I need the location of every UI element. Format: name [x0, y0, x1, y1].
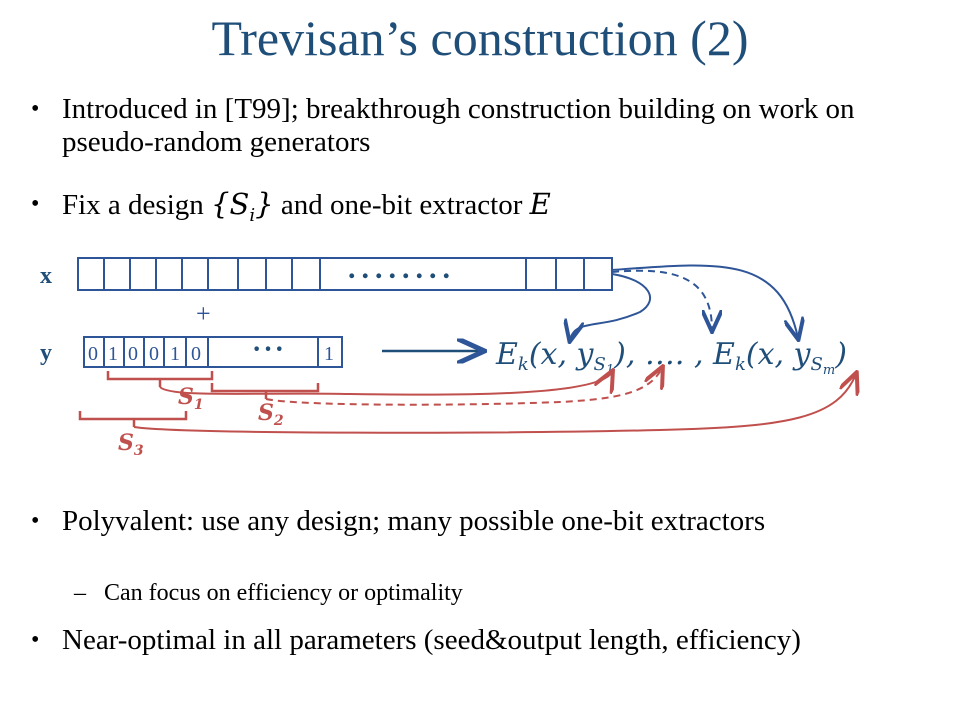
s3-brace: [78, 411, 188, 427]
bullet-near-optimal: • Near-optimal in all parameters (seed&o…: [31, 624, 922, 657]
y-register: 0 1 0 0 1 0 ··· 1: [83, 334, 343, 368]
x-arrow-1: [570, 273, 651, 340]
bullet-polyvalent: • Polyvalent: use any design; many possi…: [31, 505, 922, 538]
y-bit-1: 1: [108, 343, 118, 365]
output-E-1: E: [495, 337, 518, 372]
bullet-dot-icon: •: [31, 627, 40, 653]
s3-label: S3: [118, 430, 144, 459]
bullet-dot-icon: •: [31, 96, 40, 122]
x-arrow-m: [611, 264, 798, 338]
bullet-dot-icon: •: [31, 191, 40, 217]
bullet-dot-icon: •: [31, 508, 40, 534]
bullet-design-prefix: Fix a design: [62, 189, 212, 221]
y-bit-3: 0: [149, 343, 159, 365]
xor-plus: +: [196, 299, 211, 328]
s1-arrow: [159, 372, 612, 396]
s2-label: S2: [258, 400, 284, 429]
output-expression: Ek(x, yS1), …. , Ek(x, ySm): [495, 337, 847, 378]
bullet-intro: • Introduced in [T99]; breakthrough cons…: [31, 93, 922, 159]
bullet-design-mid: and one-bit extractor: [273, 189, 530, 221]
y-bit-5: 0: [191, 343, 201, 365]
extractor-symbol: E: [529, 187, 551, 221]
x-dots: ........: [348, 252, 456, 285]
s2-arrow-dashed: [265, 368, 662, 406]
y-label: y: [40, 340, 52, 366]
s2-brace: [210, 383, 320, 399]
x-register: ........: [77, 252, 613, 291]
sub-bullet-efficiency: – Can focus on efficiency or optimality: [74, 580, 463, 607]
bullet-polyvalent-text: Polyvalent: use any design; many possibl…: [62, 505, 766, 537]
x-label: x: [40, 263, 52, 289]
bullet-design: • Fix a design {Si} and one-bit extracto…: [31, 187, 922, 232]
design-set-open: {S: [211, 187, 250, 221]
design-set-close: }: [255, 187, 274, 221]
s1-brace: [106, 371, 214, 387]
bullet-near-optimal-text: Near-optimal in all parameters (seed&out…: [62, 624, 801, 656]
y-bit-0: 0: [88, 343, 98, 365]
s3-arrow: [133, 374, 856, 434]
slide-title: Trevisan’s construction (2): [211, 10, 749, 66]
x-arrow-dashed: [611, 269, 712, 330]
y-dots: ···: [252, 334, 286, 365]
y-bit-4: 1: [170, 343, 180, 365]
y-last-bit: 1: [324, 343, 334, 365]
design-set-sub: i: [249, 204, 256, 226]
s1-label: S1: [178, 384, 204, 413]
dash-icon: –: [74, 580, 86, 606]
y-bit-2: 0: [128, 343, 138, 365]
sub-bullet-text: Can focus on efficiency or optimality: [104, 580, 463, 606]
bullet-intro-text: Introduced in [T99]; breakthrough constr…: [62, 93, 855, 158]
